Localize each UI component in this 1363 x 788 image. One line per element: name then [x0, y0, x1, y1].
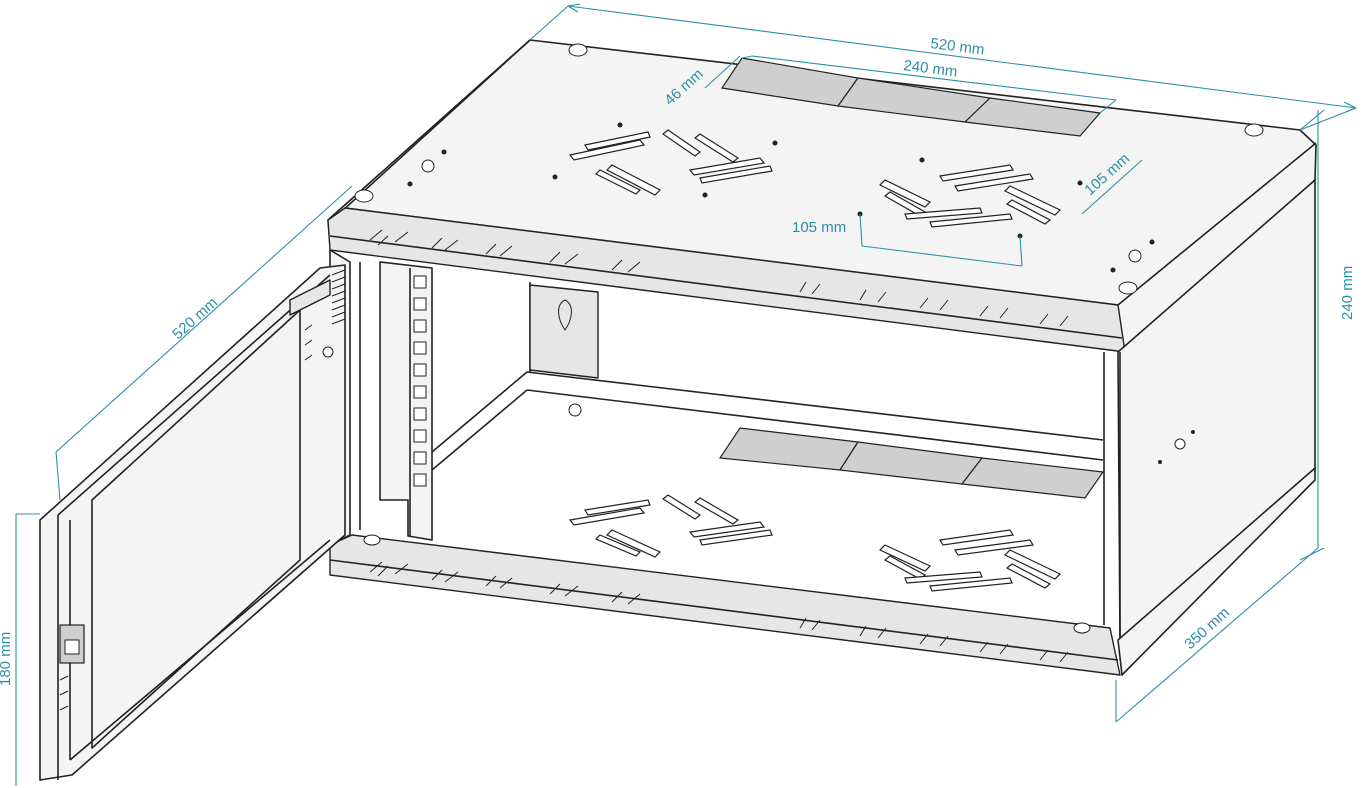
open-door — [39, 264, 346, 781]
dim-door-height-label: 180 mm — [0, 632, 14, 686]
right-side-panel — [1103, 179, 1316, 641]
interior — [431, 282, 1105, 592]
fan-vent-bottom-left — [568, 494, 773, 558]
corner-hole — [354, 189, 374, 203]
dim-top-panel-width-label: 240 mm — [903, 57, 959, 80]
dim-side-depth-label: 520 mm — [169, 294, 221, 343]
corner-hole — [568, 43, 588, 57]
bolt — [421, 159, 435, 173]
top-front-slots — [369, 229, 1069, 327]
mounting-rail-holes — [413, 275, 427, 487]
fan-vent-bottom-right — [878, 529, 1062, 592]
dimension-lines — [15, 3, 1357, 786]
dim-top-depth-label: 520 mm — [930, 35, 986, 58]
top-cover-plates — [720, 57, 1102, 137]
top-panel — [327, 39, 1317, 353]
door-lock — [59, 624, 85, 664]
bolt — [1128, 249, 1142, 263]
corner-hole — [1118, 281, 1138, 295]
fan-vent-top-left — [552, 122, 778, 198]
fan-vent-top-right — [857, 157, 1083, 239]
door-hinge-spring — [331, 269, 346, 325]
dim-height-label: 240 mm — [1339, 266, 1356, 320]
dim-fan-spacing-x-label: 105 mm — [792, 219, 846, 236]
corner-hole — [1244, 123, 1264, 137]
